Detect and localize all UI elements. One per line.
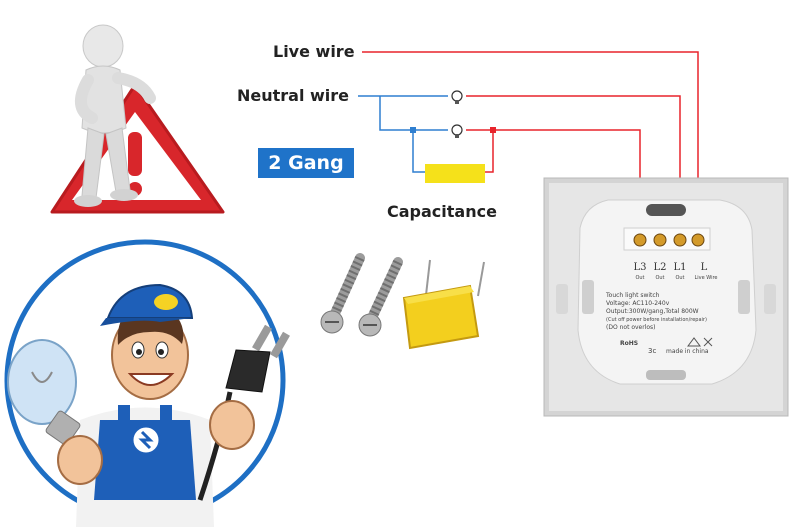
spec-line: Voltage: AC110-240v [606,300,670,307]
terminal-label: L1 [673,262,686,273]
plug-icon [197,324,290,501]
terminal-sub-label: Out [635,275,644,281]
terminal-sub-label: Live Wire [694,275,717,281]
recycle-icon [687,337,701,347]
terminal-sub-label: Out [675,275,684,281]
spec-line: (DO not overlos) [606,324,656,331]
spec-line: Touch light switch [605,292,660,299]
rohs-mark: RoHS [620,340,638,347]
spec-line: Output:300W/gang,Total 800W [606,308,699,315]
terminal-label: L2 [653,262,666,273]
bin-icon [703,337,713,347]
capacitance-label: Capacitance [387,202,497,221]
lightbulb-icon [7,339,103,485]
wall-switch-icon: L3 L2 L1 L Out Out Out Live Wire Touch l… [543,177,789,417]
spec-line: (Cut off power before installation/repai… [606,317,707,323]
capacitor-symbol [425,164,485,183]
screw-icon [320,253,403,337]
lamp-icon [451,124,463,138]
terminal-label: L [701,262,708,273]
live-wire-label: Live wire [273,42,355,61]
warning-figure-icon [50,24,225,214]
origin-mark: made in china [666,348,709,355]
capacitor-icon [402,259,485,350]
terminal-label: L3 [633,262,646,273]
gang-badge: 2 Gang [258,148,354,178]
terminal-sub-label: Out [655,275,664,281]
ccc-mark: 3c [648,347,656,355]
neutral-wire-label: Neutral wire [237,86,350,105]
lamp-icon [451,90,463,104]
